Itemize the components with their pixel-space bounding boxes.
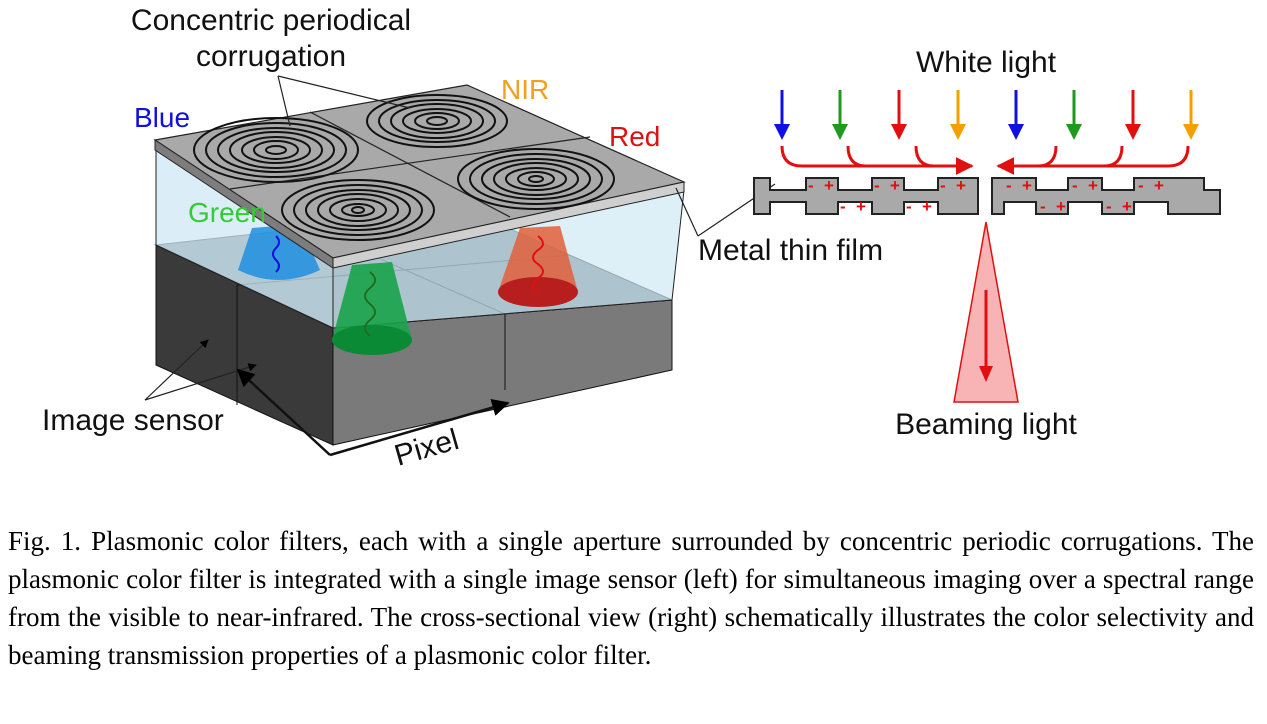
charge-minus: - — [1006, 176, 1012, 195]
charge-minus: - — [1072, 176, 1078, 195]
incident-arrow-orange-2 — [1183, 90, 1199, 140]
charge-minus: - — [808, 176, 814, 195]
corrugation-label-line2: corrugation — [196, 40, 346, 73]
blue-label: Blue — [134, 102, 190, 133]
nir-label: NIR — [501, 74, 549, 105]
metal-film-left-half — [753, 177, 979, 215]
charge-minus: - — [1138, 176, 1144, 195]
corrugation-label-line1: Concentric periodical — [131, 4, 411, 37]
charge-plus: + — [956, 176, 966, 195]
incident-arrow-green-2 — [1066, 90, 1082, 140]
charge-plus: + — [1122, 197, 1132, 216]
figure-caption: Fig. 1. Plasmonic color filters, each wi… — [8, 526, 1254, 670]
sensor-block-3d — [153, 84, 686, 446]
metal-film-cross-section — [753, 177, 1221, 215]
charge-plus: + — [922, 197, 932, 216]
rings-nir-pixel — [366, 94, 508, 148]
charge-plus: + — [1154, 176, 1164, 195]
rings-red-pixel — [457, 148, 615, 210]
corrugation-pointer-a — [277, 75, 291, 127]
incident-arrow-blue-2 — [1008, 90, 1024, 140]
incident-arrow-red-2 — [1125, 90, 1141, 140]
rings-blue-pixel — [193, 117, 359, 183]
incident-arrow-orange-1 — [950, 90, 966, 140]
charge-minus: - — [874, 176, 880, 195]
pixel-arrow-back — [236, 368, 331, 456]
incident-arrow-red-1 — [891, 90, 907, 140]
corrugation-pointer-b — [277, 75, 411, 109]
charge-minus: - — [1106, 197, 1112, 216]
charge-plus: + — [890, 176, 900, 195]
charge-plus: + — [1022, 176, 1032, 195]
charge-minus: - — [1040, 197, 1046, 216]
metal-film-right-half — [991, 177, 1221, 215]
charge-plus: + — [1056, 197, 1066, 216]
charge-plus: + — [1088, 176, 1098, 195]
image-sensor-label: Image sensor — [42, 404, 224, 437]
pixel-label: Pixel — [391, 423, 463, 473]
incident-light-arrows — [774, 90, 1199, 140]
green-label: Green — [188, 197, 266, 228]
red-label: Red — [609, 121, 660, 152]
metal-film-label: Metal thin film — [698, 234, 883, 267]
incident-arrow-blue-1 — [774, 90, 790, 140]
charge-plus: + — [824, 176, 834, 195]
charge-minus: - — [906, 197, 912, 216]
charge-plus: + — [856, 197, 866, 216]
surface-charges: - + - + - + - + - + - + - + - + - + - + — [808, 176, 1164, 216]
beaming-light-label: Beaming light — [895, 408, 1077, 441]
plasmonic-filter-figure: Concentric periodical corrugation Blue N… — [42, 4, 1221, 473]
plasmon-propagation-arrows — [780, 145, 1190, 175]
incident-arrow-green-1 — [832, 90, 848, 140]
charge-minus: - — [840, 197, 846, 216]
beaming-light-arrow — [979, 290, 993, 382]
sensor-pointer-a — [144, 339, 209, 401]
green-light-cone — [332, 262, 412, 355]
metal-film-pointer-a — [675, 187, 699, 237]
pixel-arrow-right — [329, 399, 510, 457]
rings-green-pixel — [281, 179, 435, 241]
red-light-cone — [498, 226, 578, 307]
white-light-label: White light — [916, 46, 1057, 79]
charge-minus: - — [940, 176, 946, 195]
